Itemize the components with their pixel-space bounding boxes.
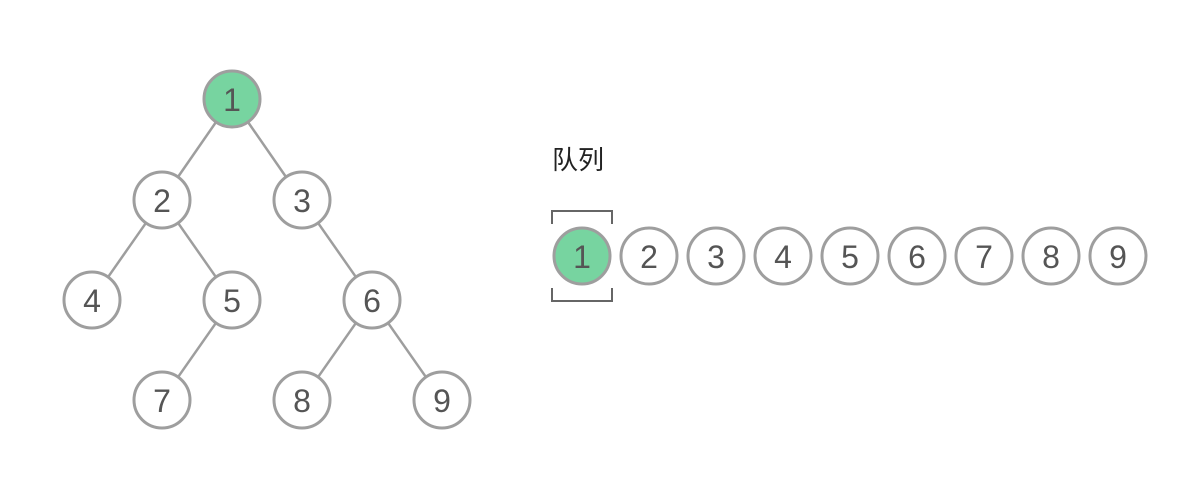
tree-node-9-label: 9 bbox=[433, 383, 451, 419]
queue-item-5-circle bbox=[820, 226, 880, 286]
queue-front-bracket-top bbox=[551, 210, 613, 224]
queue-item-4: 4 bbox=[753, 226, 813, 286]
queue-item-8-label: 8 bbox=[1042, 239, 1060, 275]
tree-node-5-label: 5 bbox=[223, 283, 241, 319]
queue-item-7: 7 bbox=[954, 226, 1014, 286]
queue-item-8: 8 bbox=[1021, 226, 1081, 286]
queue-item-9-label: 9 bbox=[1109, 239, 1127, 275]
tree-edge-5-7 bbox=[177, 322, 217, 378]
queue-item-3: 3 bbox=[686, 226, 746, 286]
tree-node-7-circle bbox=[132, 370, 192, 430]
tree-node-9-circle bbox=[412, 370, 472, 430]
tree-node-6-circle bbox=[342, 270, 402, 330]
tree-node-8-label: 8 bbox=[293, 383, 311, 419]
tree-edge-1-2 bbox=[176, 121, 218, 178]
tree-node-1-label: 1 bbox=[223, 82, 241, 118]
tree-node-4-label: 4 bbox=[83, 283, 101, 319]
tree-node-2-circle bbox=[132, 170, 192, 230]
tree-node-3: 3 bbox=[272, 170, 332, 230]
queue-item-8-circle bbox=[1021, 226, 1081, 286]
queue-item-1-circle bbox=[552, 226, 612, 286]
queue-item-9-circle bbox=[1088, 226, 1148, 286]
queue-item-5: 5 bbox=[820, 226, 880, 286]
tree-edge-6-8 bbox=[317, 322, 357, 378]
queue-item-7-circle bbox=[954, 226, 1014, 286]
tree-node-7-label: 7 bbox=[153, 383, 171, 419]
tree-node-6: 6 bbox=[342, 270, 402, 330]
tree-node-5-circle bbox=[202, 270, 262, 330]
queue-item-6-label: 6 bbox=[908, 239, 926, 275]
queue-item-2: 2 bbox=[619, 226, 679, 286]
queue-title: 队列 bbox=[552, 146, 605, 176]
queue-front-bracket-bottom bbox=[551, 288, 613, 302]
tree-edge-6-9 bbox=[387, 322, 427, 378]
queue-item-1: 1 bbox=[552, 226, 612, 286]
queue-item-3-circle bbox=[686, 226, 746, 286]
queue-item-3-label: 3 bbox=[707, 239, 725, 275]
tree-edges bbox=[107, 121, 427, 378]
queue-item-7-label: 7 bbox=[975, 239, 993, 275]
queue-item-2-circle bbox=[619, 226, 679, 286]
tree-node-1: 1 bbox=[202, 69, 262, 129]
tree-node-8-circle bbox=[272, 370, 332, 430]
tree-node-1-circle bbox=[202, 69, 262, 129]
tree-node-2-label: 2 bbox=[153, 183, 171, 219]
tree-nodes: 1 2 3 4 5 6 7 8 9 bbox=[62, 69, 472, 430]
queue-item-1-label: 1 bbox=[573, 239, 591, 275]
tree-edge-2-4 bbox=[107, 222, 147, 278]
queue-item-9: 9 bbox=[1088, 226, 1148, 286]
tree-node-4: 4 bbox=[62, 270, 122, 330]
tree-node-5: 5 bbox=[202, 270, 262, 330]
tree-edge-3-6 bbox=[317, 222, 357, 278]
queue-item-5-label: 5 bbox=[841, 239, 859, 275]
tree-node-8: 8 bbox=[272, 370, 332, 430]
tree-node-3-label: 3 bbox=[293, 183, 311, 219]
queue-nodes: 1 2 3 4 5 6 7 8 9 bbox=[551, 210, 1148, 302]
tree-edge-2-5 bbox=[177, 222, 217, 278]
tree-edge-1-3 bbox=[246, 121, 288, 178]
tree-node-3-circle bbox=[272, 170, 332, 230]
queue-item-4-label: 4 bbox=[774, 239, 792, 275]
tree-node-6-label: 6 bbox=[363, 283, 381, 319]
queue-item-6-circle bbox=[887, 226, 947, 286]
tree-node-2: 2 bbox=[132, 170, 192, 230]
tree-node-7: 7 bbox=[132, 370, 192, 430]
queue-item-4-circle bbox=[753, 226, 813, 286]
tree-node-9: 9 bbox=[412, 370, 472, 430]
tree-node-4-circle bbox=[62, 270, 122, 330]
queue-item-2-label: 2 bbox=[640, 239, 658, 275]
queue-item-6: 6 bbox=[887, 226, 947, 286]
